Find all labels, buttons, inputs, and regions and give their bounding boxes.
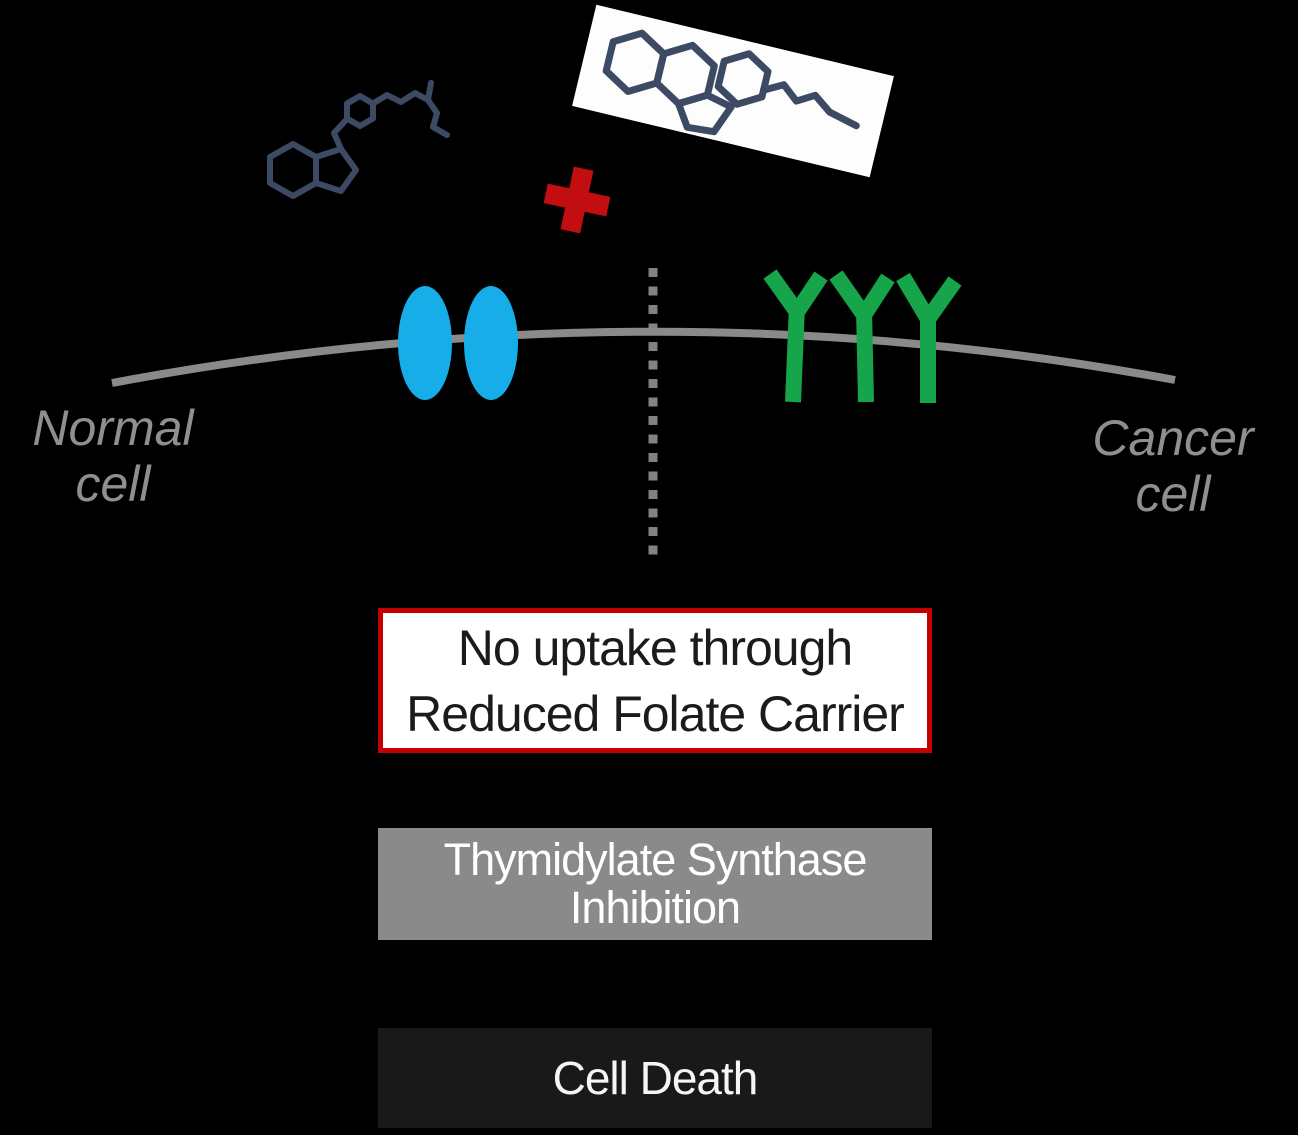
normal-cell-label-line1: Normal bbox=[32, 400, 194, 456]
steroid-alkyl-tail bbox=[760, 81, 860, 130]
molecule-hexagon-ring bbox=[267, 141, 319, 199]
ts-inhibition-box-line2: Inhibition bbox=[569, 882, 741, 933]
receptor-y-icons bbox=[763, 269, 962, 403]
normal-cell-label-line2: cell bbox=[75, 456, 151, 512]
cell-membrane-line bbox=[111, 327, 1176, 387]
steroid-molecule-icon bbox=[602, 29, 860, 136]
thymidylate-synthase-inhibition-box: Thymidylate Synthase Inhibition bbox=[378, 828, 932, 940]
molecule-side-chain bbox=[370, 90, 431, 107]
ts-inhibition-box-line1: Thymidylate Synthase bbox=[443, 834, 868, 885]
receptor-y-icon-1 bbox=[763, 269, 828, 403]
molecule-benzene-ring bbox=[344, 93, 376, 129]
no-uptake-box-line1: No uptake through bbox=[457, 619, 853, 676]
molecule-tail-bond bbox=[425, 97, 450, 138]
plus-vertical-bar bbox=[560, 166, 594, 234]
folate-transporter-icon bbox=[398, 286, 518, 400]
small-molecule-icon bbox=[267, 80, 450, 199]
normal-cell-label: Normal cell bbox=[16, 400, 210, 512]
molecule-pentagon-ring bbox=[313, 146, 359, 194]
steroid-molecule-card bbox=[572, 4, 894, 178]
molecule-linker-bond bbox=[331, 116, 350, 152]
receptor-y-icon-3 bbox=[896, 272, 962, 403]
cancer-cell-label-line1: Cancer bbox=[1092, 410, 1254, 466]
cell-death-box: Cell Death bbox=[378, 1028, 932, 1128]
transporter-oval-right bbox=[464, 286, 518, 400]
steroid-ring-c-pentagon bbox=[675, 91, 735, 136]
receptor-y-icon-2 bbox=[829, 270, 895, 403]
transporter-oval-left bbox=[398, 286, 452, 400]
no-uptake-box: No uptake through Reduced Folate Carrier bbox=[378, 608, 932, 753]
no-uptake-box-line2: Reduced Folate Carrier bbox=[406, 685, 905, 742]
cancer-cell-label: Cancer cell bbox=[1076, 410, 1270, 522]
steroid-ring-d bbox=[714, 50, 772, 108]
cell-death-box-label: Cell Death bbox=[552, 1052, 759, 1104]
cancer-cell-label-line2: cell bbox=[1135, 466, 1211, 522]
plus-icon bbox=[543, 166, 611, 234]
